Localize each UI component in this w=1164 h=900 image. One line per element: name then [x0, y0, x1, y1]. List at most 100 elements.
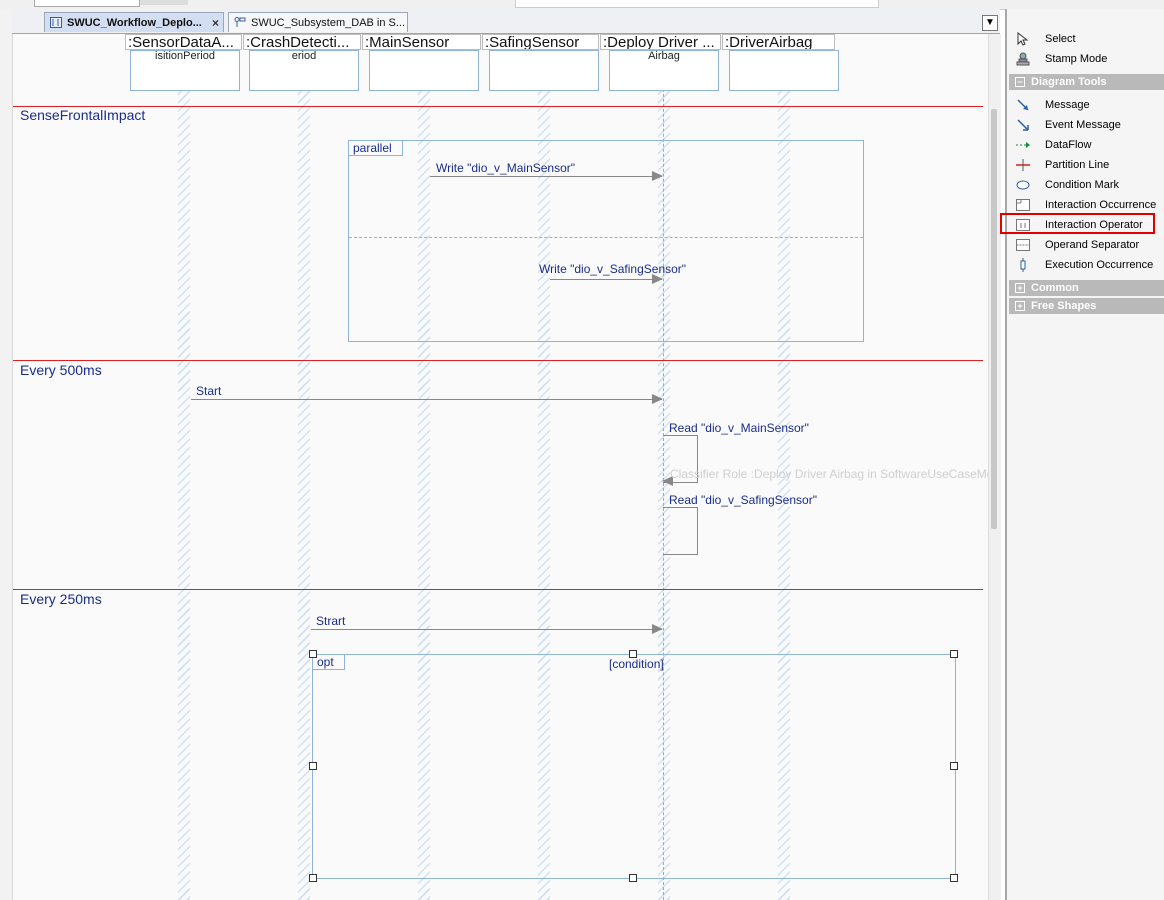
deploy-driver-dashed-line: [663, 34, 664, 900]
lifeline-crashdetection[interactable]: [298, 34, 310, 900]
operand-separator[interactable]: [349, 237, 863, 238]
section-label[interactable]: Every 500ms: [20, 362, 102, 378]
tool-label: Partition Line: [1045, 159, 1110, 171]
tool-label: Interaction Occurrence: [1045, 199, 1157, 211]
tool-interaction-operator[interactable]: Interaction Operator: [1007, 215, 1164, 235]
tool-label: Message: [1045, 99, 1090, 111]
sequence-diagram-canvas[interactable]: isitionPeriod eriod Airbag :SensorDataA.…: [13, 34, 988, 900]
tool-operand-separator[interactable]: Operand Separator: [1007, 235, 1164, 255]
message-label[interactable]: Write "dio_v_SafingSensor": [539, 262, 687, 276]
diagram-icon: [50, 17, 62, 28]
resize-handle[interactable]: [950, 874, 958, 882]
tool-execution-occurrence[interactable]: Execution Occurrence: [1007, 255, 1164, 275]
message-label[interactable]: Strart: [316, 614, 346, 628]
resize-handle[interactable]: [309, 762, 317, 770]
toolbar-field[interactable]: [34, 0, 140, 7]
tool-label: Condition Mark: [1045, 179, 1119, 191]
self-message-loop[interactable]: [663, 507, 698, 555]
lifeline-box-driverairbag[interactable]: [729, 50, 839, 91]
partition-line[interactable]: [13, 360, 983, 361]
message-arrow[interactable]: [191, 394, 663, 404]
tab-list-dropdown[interactable]: ▼: [982, 15, 998, 31]
lifeline-box-mainsensor[interactable]: [369, 50, 479, 91]
lifeline-header-driverairbag[interactable]: :DriverAirbag: [722, 34, 835, 50]
resize-handle[interactable]: [629, 650, 637, 658]
group-label: Common: [1031, 282, 1079, 294]
message-label[interactable]: Start: [196, 384, 222, 398]
condition-mark-icon: [1015, 178, 1031, 192]
execution-occurrence-icon: [1015, 258, 1031, 272]
message-label[interactable]: Read "dio_v_MainSensor": [669, 421, 809, 435]
group-label: Free Shapes: [1031, 300, 1097, 312]
tool-dataflow[interactable]: DataFlow: [1007, 135, 1164, 155]
lifeline-header-deploydriver[interactable]: :Deploy Driver ...: [600, 34, 721, 50]
message-arrow[interactable]: [550, 274, 663, 284]
tool-event-message[interactable]: Event Message: [1007, 115, 1164, 135]
tool-label: Operand Separator: [1045, 239, 1140, 251]
tool-condition-mark[interactable]: Condition Mark: [1007, 175, 1164, 195]
message-label[interactable]: Write "dio_v_MainSensor": [436, 161, 576, 175]
left-gutter: [0, 9, 13, 900]
tool-label: Interaction Operator: [1045, 219, 1143, 231]
self-message-loop[interactable]: [663, 435, 698, 483]
message-arrow[interactable]: [311, 624, 663, 634]
lifeline-box-safingsensor[interactable]: [489, 50, 599, 91]
lifeline-box-sensordata[interactable]: isitionPeriod: [130, 50, 240, 91]
lifeline-box-deploydriver[interactable]: Airbag: [609, 50, 719, 91]
operand-separator-icon: [1015, 238, 1031, 252]
partition-line[interactable]: [13, 106, 983, 107]
group-common[interactable]: + Common: [1009, 280, 1164, 296]
lifeline-sensordata[interactable]: [178, 34, 190, 900]
expand-icon: +: [1015, 301, 1025, 311]
document-tab-bar: SWUC_Workflow_Deplo... × SWUC_Subsystem_…: [12, 9, 1000, 34]
resize-handle[interactable]: [950, 650, 958, 658]
lifeline-driverairbag[interactable]: [778, 34, 790, 900]
tool-label: Execution Occurrence: [1045, 259, 1154, 271]
lifeline-safingsensor[interactable]: [538, 34, 550, 900]
vertical-scrollbar[interactable]: [988, 34, 1001, 900]
lifeline-header-crashdetection[interactable]: :CrashDetecti...: [243, 34, 361, 50]
toolbar-segment: [140, 0, 188, 5]
tool-message[interactable]: Message: [1007, 95, 1164, 115]
group-free-shapes[interactable]: + Free Shapes: [1009, 298, 1164, 314]
parallel-fragment[interactable]: parallel: [348, 140, 864, 342]
collapse-icon: −: [1015, 77, 1025, 87]
resize-handle[interactable]: [950, 762, 958, 770]
interaction-operator-icon: [1015, 218, 1031, 232]
fragment-operator-label: opt: [313, 655, 345, 670]
tool-label: Event Message: [1045, 119, 1121, 131]
tool-interaction-occurrence[interactable]: Interaction Occurrence: [1007, 195, 1164, 215]
section-label[interactable]: Every 250ms: [20, 591, 102, 607]
partition-line[interactable]: [13, 589, 983, 590]
hover-tooltip-ghost: Classifier Role :Deploy Driver Airbag in…: [670, 467, 988, 481]
tool-partition-line[interactable]: Partition Line: [1007, 155, 1164, 175]
opt-fragment[interactable]: opt [condition]: [312, 654, 956, 879]
lifeline-mainsensor[interactable]: [418, 34, 430, 900]
section-label[interactable]: SenseFrontalImpact: [20, 107, 146, 123]
lifeline-deploydriver[interactable]: [658, 34, 670, 900]
lifeline-box-crashdetection[interactable]: eriod: [249, 50, 359, 91]
message-arrow[interactable]: [430, 171, 663, 181]
fragment-operator-label: parallel: [349, 141, 403, 156]
toolbar-field[interactable]: [515, 0, 879, 8]
event-message-icon: [1015, 118, 1031, 132]
message-icon: [1015, 98, 1031, 112]
tool-stamp-mode[interactable]: Stamp Mode: [1007, 49, 1164, 69]
resize-handle[interactable]: [309, 650, 317, 658]
tab-subsystem-dab[interactable]: SWUC_Subsystem_DAB in S...: [228, 12, 408, 32]
resize-handle[interactable]: [629, 874, 637, 882]
message-label[interactable]: Read "dio_v_SafingSensor": [669, 493, 817, 507]
tool-select[interactable]: Select: [1007, 29, 1164, 49]
dataflow-icon: [1015, 138, 1031, 152]
expand-icon: +: [1015, 283, 1025, 293]
resize-handle[interactable]: [309, 874, 317, 882]
lifeline-header-mainsensor[interactable]: :MainSensor: [362, 34, 481, 50]
scrollbar-thumb[interactable]: [991, 109, 997, 529]
close-icon[interactable]: ×: [211, 16, 219, 30]
tab-workflow-deploy[interactable]: SWUC_Workflow_Deplo... ×: [44, 12, 224, 32]
lifeline-header-sensordata[interactable]: :SensorDataA...: [125, 34, 242, 50]
group-diagram-tools[interactable]: − Diagram Tools: [1009, 74, 1164, 90]
lifeline-header-safingsensor[interactable]: :SafingSensor: [482, 34, 599, 50]
guard-condition[interactable]: [condition]: [609, 657, 664, 671]
interaction-occurrence-icon: [1015, 198, 1031, 212]
